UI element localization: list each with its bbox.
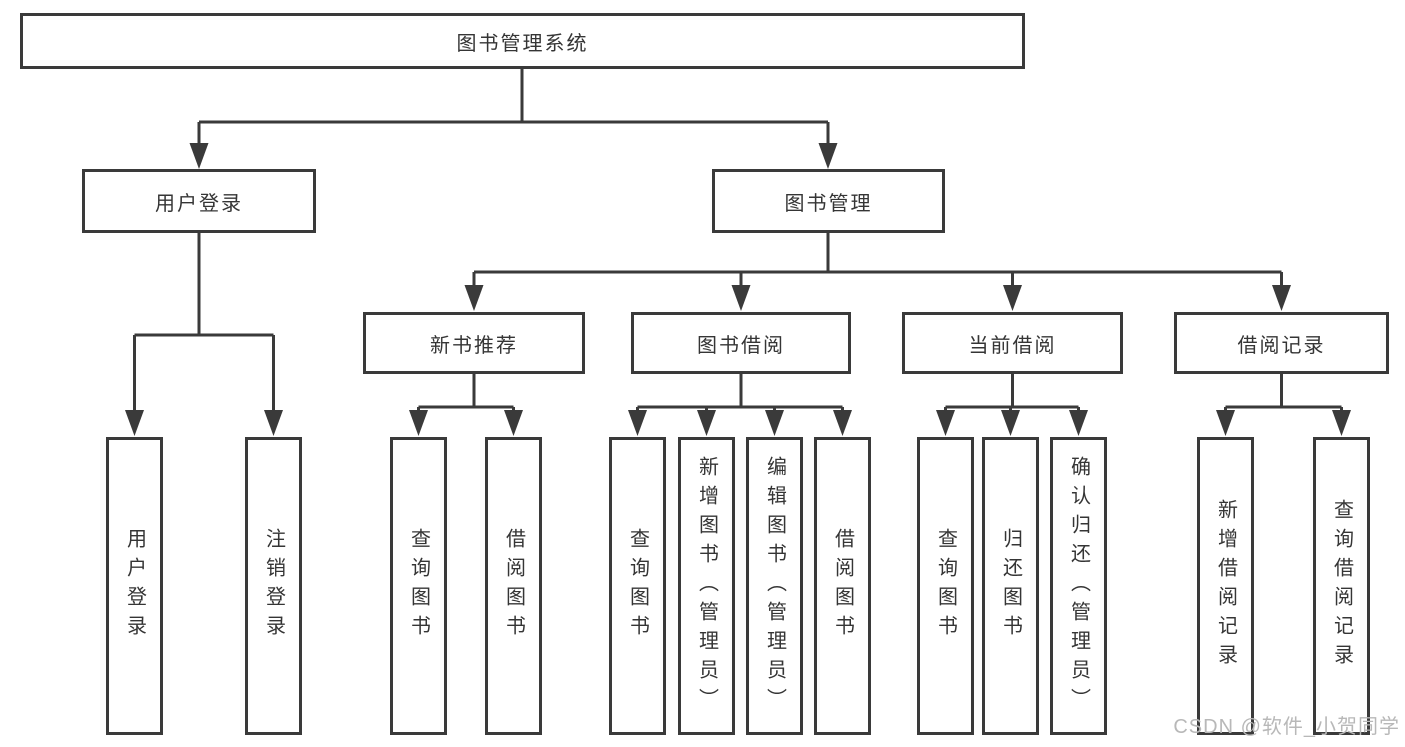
leaf-add-book-admin: 新增图书（管理员） xyxy=(678,437,735,735)
arrow-down-icon xyxy=(504,410,523,436)
arrow-down-icon xyxy=(1003,285,1022,311)
node-book-management: 图书管理 xyxy=(712,169,945,233)
leaf-label: 确认归还（管理员） xyxy=(1067,455,1090,717)
leaf-label: 归还图书 xyxy=(999,528,1022,644)
arrow-down-icon xyxy=(264,410,283,436)
arrow-down-icon xyxy=(1272,285,1291,311)
arrow-down-icon xyxy=(628,410,647,436)
leaf-query-books-current: 查询图书 xyxy=(917,437,974,735)
leaf-edit-book-admin: 编辑图书（管理员） xyxy=(746,437,803,735)
arrow-down-icon xyxy=(765,410,784,436)
leaf-label: 查询图书 xyxy=(626,528,649,644)
rail-borrow-record-to-leaves xyxy=(1224,374,1343,414)
arrow-down-icon xyxy=(731,285,751,311)
leaf-query-books-borrowing: 查询图书 xyxy=(609,437,666,735)
leaf-confirm-return-admin: 确认归还（管理员） xyxy=(1050,437,1107,735)
leaf-label: 编辑图书（管理员） xyxy=(763,455,786,717)
arrow-down-icon xyxy=(833,410,852,436)
leaf-label: 用户登录 xyxy=(123,528,146,644)
rail-book-borrow-to-leaves xyxy=(636,374,844,414)
rail-new-book-to-leaves xyxy=(417,374,515,414)
leaf-query-borrow-record: 查询借阅记录 xyxy=(1313,437,1370,735)
rail-user-login-to-leaves xyxy=(133,233,275,414)
arrow-down-icon xyxy=(818,143,838,169)
arrow-down-icon xyxy=(697,410,716,436)
arrow-down-icon xyxy=(1332,410,1351,436)
arrow-down-icon xyxy=(189,143,209,169)
leaf-user-login: 用户登录 xyxy=(106,437,163,735)
leaf-label: 查询图书 xyxy=(934,528,957,644)
rail-root-to-level2 xyxy=(197,69,830,146)
leaf-label: 借阅图书 xyxy=(502,528,525,644)
leaf-query-books-recommend: 查询图书 xyxy=(390,437,447,735)
node-book-borrowing: 图书借阅 xyxy=(631,312,851,374)
leaf-add-borrow-record: 新增借阅记录 xyxy=(1197,437,1254,735)
arrow-down-icon xyxy=(125,410,144,436)
leaf-label: 查询图书 xyxy=(407,528,430,644)
node-new-book-recommend: 新书推荐 xyxy=(363,312,585,374)
rail-book-mgmt-to-level3 xyxy=(472,233,1283,288)
arrow-down-icon xyxy=(1001,410,1020,436)
csdn-watermark: CSDN @软件_小贺同学 xyxy=(1173,716,1400,738)
leaf-label: 新增图书（管理员） xyxy=(695,455,718,717)
leaf-label: 新增借阅记录 xyxy=(1214,499,1237,673)
leaf-return-books: 归还图书 xyxy=(982,437,1039,735)
arrow-down-icon xyxy=(409,410,428,436)
node-current-borrowing: 当前借阅 xyxy=(902,312,1123,374)
leaf-borrow-books-recommend: 借阅图书 xyxy=(485,437,542,735)
leaf-logout: 注销登录 xyxy=(245,437,302,735)
leaf-borrow-books-borrowing: 借阅图书 xyxy=(814,437,871,735)
leaf-label: 借阅图书 xyxy=(831,528,854,644)
node-borrowing-records: 借阅记录 xyxy=(1174,312,1389,374)
leaf-label: 注销登录 xyxy=(262,528,285,644)
node-library-management-system: 图书管理系统 xyxy=(20,13,1025,69)
rail-current-borrow-to-leaves xyxy=(944,374,1080,414)
node-user-login: 用户登录 xyxy=(82,169,316,233)
arrow-down-icon xyxy=(464,285,484,311)
arrow-down-icon xyxy=(1069,410,1088,436)
leaf-label: 查询借阅记录 xyxy=(1330,499,1353,673)
arrow-down-icon xyxy=(1216,410,1235,436)
arrow-down-icon xyxy=(936,410,955,436)
